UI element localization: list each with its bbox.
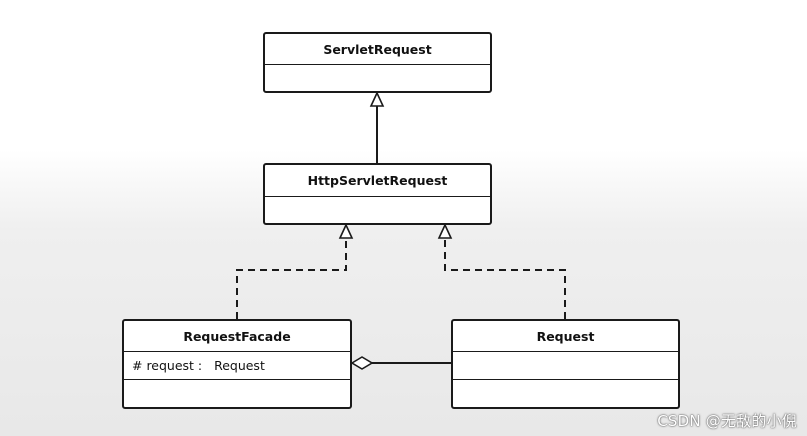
aggregation-requestfacade-request <box>350 356 451 370</box>
class-servletrequest[interactable]: ServletRequest <box>263 32 492 93</box>
hollow-diamond-marker <box>350 356 374 370</box>
class-attributes-compartment <box>453 352 678 380</box>
class-name: ServletRequest <box>265 34 490 65</box>
realization-requestfacade-to-httpservletrequest <box>236 223 354 319</box>
hollow-triangle-arrowhead <box>437 223 453 239</box>
realization-request-to-httpservletrequest <box>437 223 566 319</box>
class-body-compartment <box>265 197 490 223</box>
csdn-watermark: CSDN @无敌的小倪 <box>657 412 797 430</box>
hollow-triangle-arrowhead <box>338 223 354 239</box>
class-httpservletrequest[interactable]: HttpServletRequest <box>263 163 492 225</box>
class-operations-compartment <box>453 380 678 407</box>
hollow-triangle-arrowhead <box>369 91 385 107</box>
class-name: Request <box>453 321 678 352</box>
class-attribute-request: # request : Request <box>124 352 350 380</box>
class-request[interactable]: Request <box>451 319 680 409</box>
class-name: HttpServletRequest <box>265 165 490 197</box>
generalization-httpservletrequest-to-servletrequest <box>369 91 385 163</box>
class-requestfacade[interactable]: RequestFacade # request : Request <box>122 319 352 409</box>
class-body-compartment <box>265 65 490 91</box>
class-operations-compartment <box>124 380 350 407</box>
class-name: RequestFacade <box>124 321 350 352</box>
